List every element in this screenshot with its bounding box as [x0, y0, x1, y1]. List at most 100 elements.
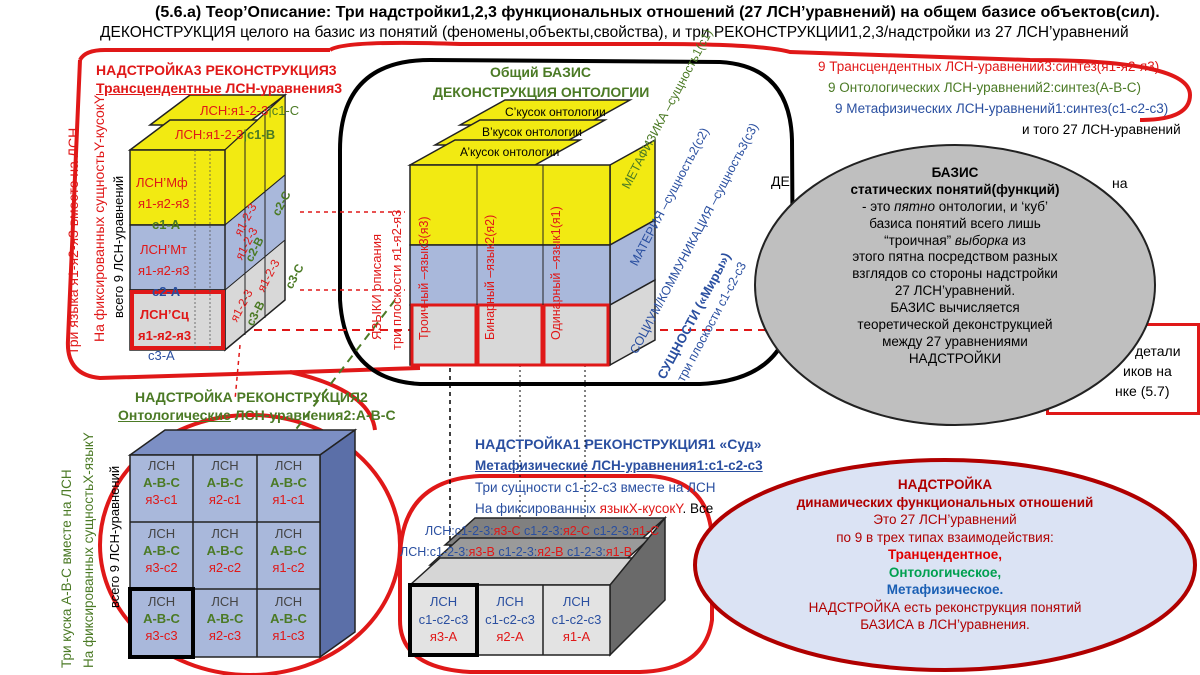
page-subtitle: ДЕКОНСТРУКЦИЯ целого на базис из понятий…	[100, 24, 1129, 41]
basis-ellipse-l7: взглядов со стороны надстройки	[852, 266, 1058, 282]
basis-title-1: Общий БАЗИС	[490, 64, 592, 80]
basis-ellipse-l10: теоретической деконструкцией	[857, 316, 1053, 332]
s1-strip1-d: я2-С	[562, 524, 590, 538]
s2-cell-value: я1-с3	[272, 627, 305, 643]
s2-side-text-3: всего 9 ЛСН-уравнений	[107, 465, 122, 608]
s2-cell-value: я2-с3	[208, 627, 242, 643]
s3-top1-b: |с1-С	[268, 103, 300, 118]
basis-ellipse-l1: БАЗИС	[931, 165, 979, 180]
super-ellipse-l4: по 9 в трех типах взаимодействия:	[836, 529, 1054, 545]
s3-top2-a: ЛСН:я1-2-3	[175, 127, 244, 142]
s1-strip1-f: я1-С	[632, 524, 660, 538]
s3-row1-c: с1-А	[152, 217, 181, 232]
s1-line2-a: На фиксированных	[475, 501, 600, 516]
s2-cell-value: я2-с1	[208, 491, 242, 507]
s3-side-text-3: всего 9 ЛСН-уравнений	[111, 175, 126, 318]
cube-superstructure1	[408, 515, 667, 657]
basis-ellipse-text: БАЗИС статических понятий(функций) - это…	[800, 165, 1110, 368]
s1-subtitle: Метафизические ЛСН-уравнения1:с1-с2-с3	[475, 458, 763, 473]
basis-ellipse-l11: между 27 уравнениями	[882, 333, 1028, 349]
s2-cell-label: ЛСН	[211, 526, 239, 541]
s2-cell-value: я3-с2	[145, 559, 178, 575]
s2-subtitle: Онтологические ЛСН-уравнения2:А-В-С	[118, 407, 396, 423]
s1-title: НАДСТРОЙКА1 РЕКОНСТРУКЦИЯ1 «Суд»	[475, 436, 762, 452]
basis-ellipse-l5b: выборка	[954, 232, 1009, 248]
s1-line2-b: языкХ-кусокY	[599, 501, 683, 516]
s3-row2-c: с2-А	[152, 284, 181, 299]
list-ontological: 9 Онтологических ЛСН-уравнений2:синтез(А…	[828, 80, 1142, 95]
details-line-2: иков на	[1123, 363, 1172, 379]
basis-ellipse	[754, 144, 1156, 426]
s2-cell-label: ЛСН	[211, 458, 239, 473]
s3-top-label-2: ЛСН:я1-2-3|с1-В	[175, 127, 276, 142]
s2-cell-abc: А-В-С	[270, 542, 307, 558]
super-ellipse-l8: НАДСТРОЙКА есть реконструкция понятий	[808, 599, 1082, 615]
s2-cell-label: ЛСН	[274, 458, 303, 473]
s3-row2-b: я1-я2-я3	[138, 263, 190, 278]
basis-ellipse-l3a: - это	[862, 198, 895, 214]
page-title: (5.6.a) Теор’Описание: Три надстройки1,2…	[155, 4, 1160, 21]
s2-side-text-2: На фиксированных сущностьХ-языкY	[81, 432, 96, 668]
s1-strip1-c: с1-2-3:	[524, 524, 563, 538]
s2-subtitle-underlined: Онтологические	[118, 407, 231, 423]
s3-row3-c: с3-А	[148, 348, 175, 363]
basis-piece-c: С’кусок онтологии	[505, 105, 606, 119]
s2-cell-abc: А-В-С	[270, 474, 307, 490]
s2-cell-value: я1-с2	[272, 559, 305, 575]
cube-superstructure3	[127, 93, 288, 352]
basis-lang3: Троичный –язык3(я3)	[417, 216, 431, 340]
list-transcendent: 9 Трансцендентных ЛСН-уравнений3:синтез(…	[818, 59, 1160, 74]
s2-cell-abc: А-В-С	[206, 474, 244, 490]
basis-ellipse-l9: БАЗИС вычисляется	[890, 300, 1020, 315]
super-ellipse-l9: БАЗИСА в ЛСН’уравнения.	[860, 617, 1030, 633]
cube-superstructure2	[127, 428, 358, 659]
s1-cell-c: с1-с2-с3	[551, 611, 602, 627]
s3-subtitle-underlined: Трансцендентные	[96, 80, 222, 96]
s1-cell-value: я1-А	[562, 629, 591, 645]
s2-title: НАДСТРОЙКА РЕКОНСТРУКЦИЯ2	[135, 389, 368, 405]
s2-cell-label: ЛСН	[274, 526, 303, 541]
s3-subtitle: Трансцендентные ЛСН-уравнения3	[96, 80, 342, 96]
basis-languages-plane: три плоскости я1-я2-я3	[389, 209, 404, 350]
s2-cell-label: ЛСН	[274, 594, 303, 609]
s1-strip2-b: я3-В	[468, 545, 495, 559]
s2-cell-label: ЛСН	[147, 526, 176, 541]
basis-languages-label: ЯЗЫКИ описания	[369, 233, 384, 340]
s1-cell-label: ЛСН	[496, 594, 524, 609]
s2-cell-abc: А-В-С	[143, 610, 180, 626]
cube-basis	[407, 99, 656, 367]
super-ellipse-l7: Метафизическое.	[886, 582, 1004, 598]
basis-lang2: Бинарный –язык2(я2)	[483, 214, 497, 340]
basis-ellipse-l3b: пятно	[894, 198, 935, 214]
s3-top2-b: |с1-В	[243, 127, 276, 142]
s2-cell-label: ЛСН	[211, 594, 239, 609]
super-ellipse-text: НАДСТРОЙКА динамических функциональных о…	[745, 476, 1145, 634]
list-metaphysical: 9 Метафизических ЛСН-уравнений1:синтез(с…	[835, 101, 1169, 116]
s1-strip2-d: я2-В	[537, 545, 564, 559]
s3-top1-a: ЛСН:я1-2-3	[200, 103, 269, 118]
superstructure-ellipse	[693, 458, 1197, 672]
s1-cell-value: я2-А	[496, 629, 524, 645]
details-line-1: детали	[1135, 343, 1181, 359]
s2-cell-value: я3-с3	[145, 627, 178, 643]
s1-strip2-a: ЛСН:с1-2-3:	[400, 545, 469, 559]
basis-ellipse-l8: 27 ЛСН’уравнений.	[894, 283, 1016, 299]
basis-ellipse-l5c: из	[1008, 232, 1026, 248]
basis-ellipse-l5: “троичная” выборка из	[800, 233, 1110, 250]
basis-ellipse-l4: базиса понятий всего лишь	[869, 215, 1041, 231]
s1-strip2-e: с1-2-3:	[566, 545, 606, 559]
s2-cell-label: ЛСН	[147, 458, 176, 473]
basis-piece-a: А’кусок онтологии	[460, 145, 560, 159]
s1-cell-label: ЛСН	[429, 594, 458, 609]
partial-text-2: на	[1112, 175, 1128, 191]
super-ellipse-l1: НАДСТРОЙКА	[897, 477, 993, 492]
s1-strip2: ЛСН:с1-2-3:я3-В с1-2-3:я2-В с1-2-3:я1-В	[400, 545, 632, 560]
s2-cell-label: ЛСН	[147, 594, 176, 609]
